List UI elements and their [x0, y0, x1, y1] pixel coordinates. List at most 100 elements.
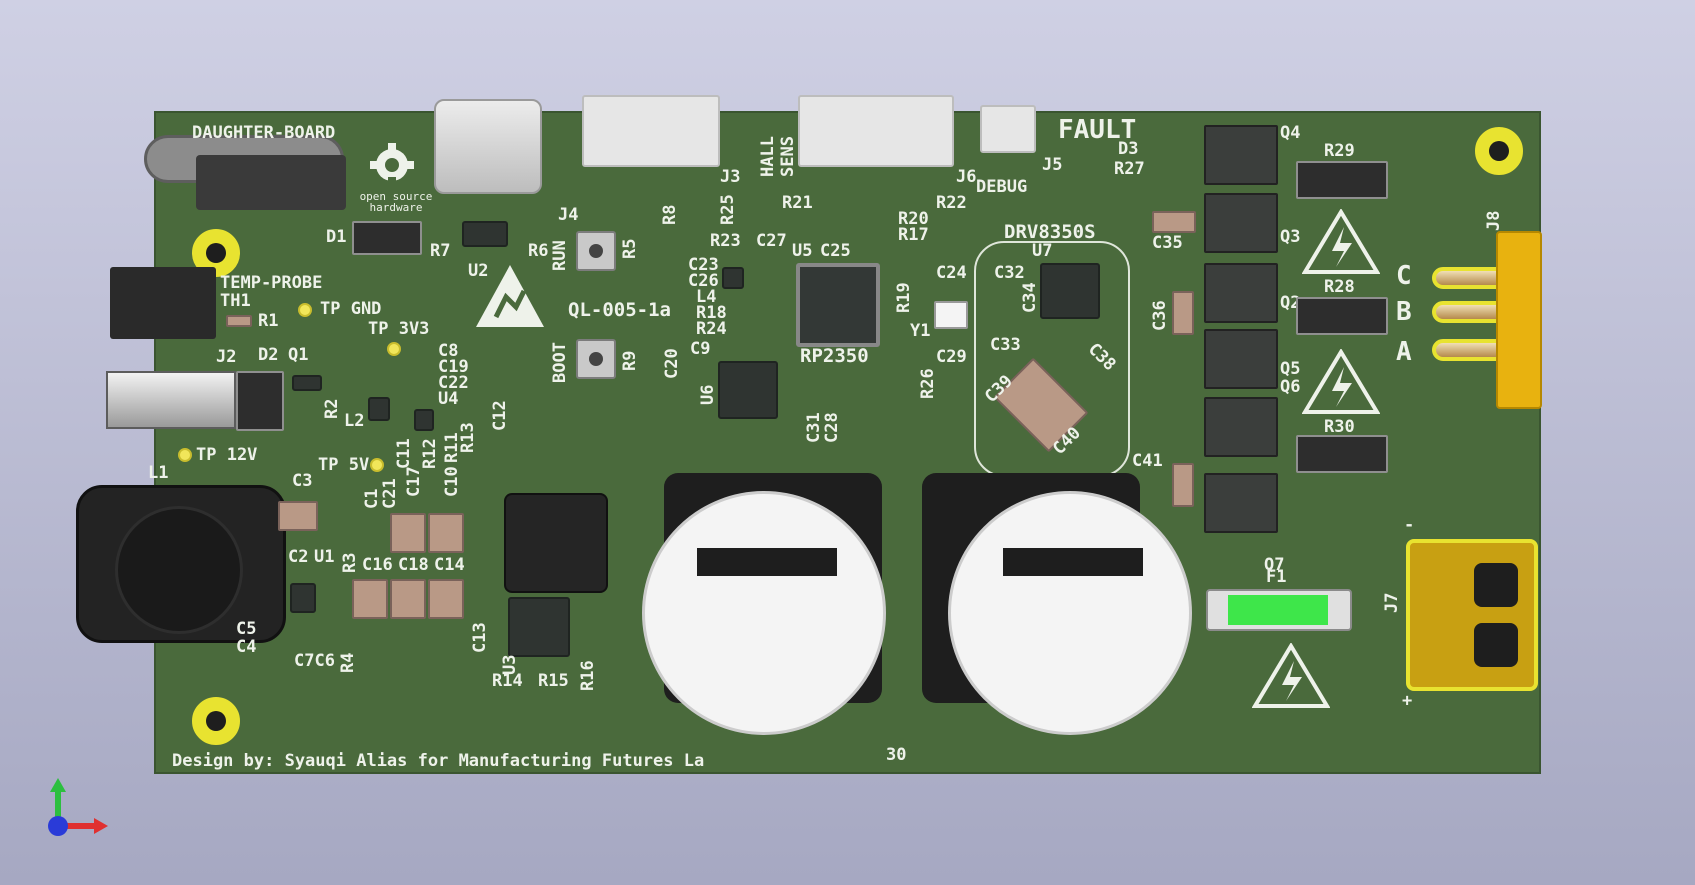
q1-label: Q1: [288, 345, 309, 365]
fault-label: FAULT: [1058, 115, 1137, 145]
mosfet-q2: [1204, 263, 1278, 323]
usb-c-port-j4: [434, 99, 542, 194]
ic-u6: [718, 361, 778, 419]
power-jack-j2: [106, 371, 236, 429]
y1-label: Y1: [910, 321, 931, 341]
q4-label: Q4: [1280, 123, 1301, 143]
r24-label: R24: [696, 319, 727, 339]
ic-u3: [508, 597, 570, 657]
c5-label: C5: [236, 619, 257, 639]
phase-b-label: B: [1396, 297, 1412, 327]
capacitor-c18: [390, 579, 426, 619]
c41-label: C41: [1132, 451, 1163, 471]
c35-label: C35: [1152, 233, 1183, 253]
temp-probe-connector: [110, 267, 216, 339]
r15-label: R15: [538, 671, 569, 691]
mosfet-q5: [1204, 329, 1278, 389]
board-name-trail: 30: [886, 745, 907, 765]
r9-label: R9: [620, 350, 640, 371]
d1-label: D1: [326, 227, 347, 247]
boot-button[interactable]: [576, 339, 616, 379]
c12-label: C12: [490, 400, 510, 431]
c28-label: C28: [822, 412, 842, 443]
r30-label: R30: [1324, 417, 1355, 437]
q5-label: Q5: [1280, 359, 1301, 379]
u1-label: U1: [314, 547, 335, 567]
c36-label: C36: [1150, 300, 1170, 331]
capacitor-c36: [1172, 291, 1194, 335]
c29-label: C29: [936, 347, 967, 367]
c16-label: C16: [362, 555, 393, 575]
c20-label: C20: [662, 348, 682, 379]
diode-d1: [352, 221, 422, 255]
j3-label: J3: [720, 167, 741, 187]
d2-label: D2: [258, 345, 279, 365]
capacitor-c35: [1152, 211, 1196, 233]
power-input-j7[interactable]: [1406, 539, 1538, 691]
c14-label: C14: [434, 555, 465, 575]
r16-label: R16: [578, 660, 598, 691]
testpoint-5v: [370, 458, 384, 472]
c25-label: C25: [820, 241, 851, 261]
capacitor-c10: [428, 513, 464, 553]
f1-label: F1: [1266, 567, 1287, 587]
r23-label: R23: [710, 231, 741, 251]
r1-label: R1: [258, 311, 279, 331]
usb-connector-body: [196, 155, 346, 210]
inductor-l1: [76, 485, 286, 643]
j7-plus-label: +: [1402, 691, 1413, 711]
mounting-hole: [192, 229, 240, 277]
d3-label: D3: [1118, 139, 1139, 159]
motor-connector-j8[interactable]: [1496, 231, 1542, 409]
c9-label: C9: [690, 339, 711, 359]
j7-minus-label: -: [1404, 515, 1415, 535]
u6-label: U6: [698, 384, 718, 405]
pcb-board: DAUGHTER-BOARD open source hardware J4 D…: [76, 95, 1542, 774]
oshw-text: open source hardware: [359, 190, 433, 214]
power-inductor: [504, 493, 608, 593]
r4-label: R4: [338, 652, 358, 673]
r3-label: R3: [340, 552, 360, 573]
j8-label: J8: [1484, 210, 1504, 231]
testpoint-3v3: [387, 342, 401, 356]
transistor-q1: [292, 375, 322, 391]
run-label: RUN: [550, 240, 570, 271]
c4-label: C4: [236, 637, 257, 657]
ic-u1: [290, 583, 316, 613]
oshw-logo-icon: [368, 141, 416, 189]
c13-label: C13: [470, 622, 490, 653]
r5-label: R5: [620, 238, 640, 259]
mosfet-q6: [1204, 397, 1278, 457]
testpoint-12v: [178, 448, 192, 462]
capacitor-c14: [428, 579, 464, 619]
th1-label: TH1: [220, 291, 251, 311]
capacitor-c21: [390, 513, 426, 553]
r17-label: R17: [898, 225, 929, 245]
c1-label: C1: [362, 488, 382, 509]
c24-label: C24: [936, 263, 967, 283]
c22-label: C22: [438, 373, 469, 393]
c21-label: C21: [380, 478, 400, 509]
mounting-hole: [192, 697, 240, 745]
testpoint-gnd: [298, 303, 312, 317]
phase-a-label: A: [1396, 337, 1412, 367]
boot-label: BOOT: [550, 342, 570, 383]
ql-label: QL-005-1a: [568, 299, 671, 321]
ic-l4: [722, 267, 744, 289]
ic-u4: [414, 409, 434, 431]
c11-label: C11: [394, 438, 414, 469]
temp-probe-label: TEMP-PROBE: [220, 273, 323, 293]
run-button[interactable]: [576, 231, 616, 271]
c26-label: C26: [688, 271, 719, 291]
r18-label: R18: [696, 303, 727, 323]
mosfet-q7: [1204, 473, 1278, 533]
u2-label: U2: [468, 261, 489, 281]
c10-label: C10: [442, 466, 462, 497]
c31-label: C31: [804, 412, 824, 443]
shunt-r30: [1296, 435, 1388, 473]
shunt-r28: [1296, 297, 1388, 335]
r29-label: R29: [1324, 141, 1355, 161]
r19-label: R19: [894, 282, 914, 313]
inductor-l2: [368, 397, 390, 421]
mosfet-q3: [1204, 193, 1278, 253]
